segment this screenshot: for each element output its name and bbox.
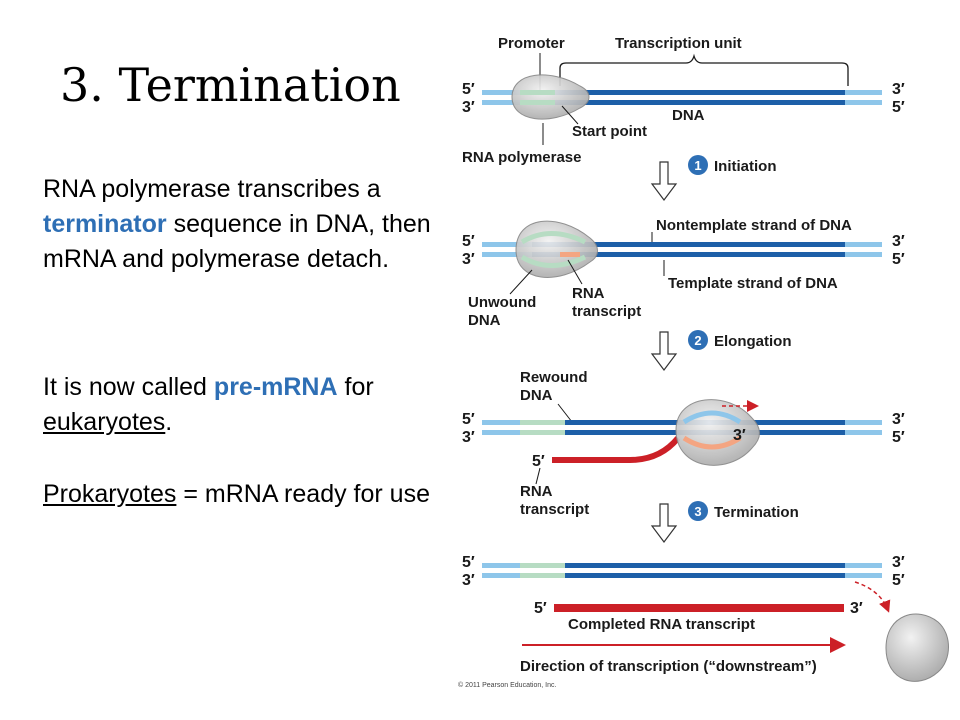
stage-initiation: Promoter Transcription unit 5′ 3′ 3′ 5′ … xyxy=(462,35,905,201)
stage-elongation: Nontemplate strand of DNA 5′ 3′ 3′ 5′ Te… xyxy=(462,217,905,371)
nontemplate-label: Nontemplate strand of DNA xyxy=(656,217,852,234)
s1-rna-polymerase xyxy=(511,74,590,120)
term-eukaryotes: eukaryotes xyxy=(43,408,166,436)
s2-unwound-bottom xyxy=(520,254,587,268)
stage-terminated: 5′ 3′ 3′ 5′ 5′ 3′ Completed RNA transcri… xyxy=(458,554,949,689)
s1-five-prime-bottom: 5′ xyxy=(892,99,905,116)
paragraph-termination: RNA polymerase transcribes a terminator … xyxy=(43,172,438,277)
s4-dna-top-strand xyxy=(482,563,882,568)
paragraph-prokaryotes: Prokaryotes = mRNA ready for use xyxy=(43,477,438,512)
s2-rna-label-line2: transcript xyxy=(572,303,641,320)
s2-dna-bottom-strand xyxy=(482,252,882,257)
term-pre-mrna: pre-mRNA xyxy=(213,373,338,401)
rna-polymerase-label: RNA polymerase xyxy=(462,149,582,166)
s4-three-prime-top: 3′ xyxy=(892,554,905,571)
s2-short-rna xyxy=(560,252,580,257)
rewound-label-line1: Rewound xyxy=(520,369,588,386)
para1-text-b: sequence in DNA, then mRNA and polymeras… xyxy=(43,210,431,273)
s2-dna-top-strand xyxy=(482,242,882,247)
start-point-pointer xyxy=(561,105,579,125)
s3-rna-polymerase xyxy=(675,399,760,466)
s4-three-prime-bottom: 3′ xyxy=(462,572,475,589)
step3-label: Termination xyxy=(714,504,799,521)
stage-pre-termination: Rewound DNA 5′ 3′ 3′ 5′ 5′ 3′ RNA transc… xyxy=(462,369,905,543)
s3-rna-five-prime: 5′ xyxy=(532,453,545,470)
transcription-unit-bracket xyxy=(559,53,849,86)
s1-dna-bottom-strand xyxy=(482,100,882,105)
s3-rna-label-line1: RNA xyxy=(520,483,553,500)
step2-number: 2 xyxy=(694,333,701,348)
para2-text-c: . xyxy=(165,408,173,436)
s3-five-prime-top: 5′ xyxy=(462,411,475,428)
step1-label: Initiation xyxy=(714,158,777,175)
para2-text-a: It is now called xyxy=(43,373,214,401)
s3-five-prime-bottom: 5′ xyxy=(892,429,905,446)
step3-badge xyxy=(688,501,708,521)
unwound-label-line1: Unwound xyxy=(468,294,536,311)
s4-five-prime-bottom: 5′ xyxy=(892,572,905,589)
s2-three-prime-bottom: 3′ xyxy=(462,251,475,268)
paragraph-pre-mrna: It is now called pre-mRNA for eukaryotes… xyxy=(43,370,438,440)
s2-unwound-top xyxy=(520,231,587,245)
s3-three-prime-top: 3′ xyxy=(892,411,905,428)
para1-text-a: RNA polymerase transcribes a xyxy=(43,175,381,203)
copyright-text: © 2011 Pearson Education, Inc. xyxy=(458,681,556,689)
step1-badge xyxy=(688,155,708,175)
term-prokaryotes: Prokaryotes xyxy=(43,480,177,508)
s1-dna-top-strand xyxy=(482,90,882,95)
s2-rna-polymerase xyxy=(515,220,598,278)
s1-three-prime-top: 3′ xyxy=(892,81,905,98)
s4-five-prime-top: 5′ xyxy=(462,554,475,571)
s3-three-prime-bottom: 3′ xyxy=(462,429,475,446)
released-rna-polymerase xyxy=(885,613,949,682)
step2-arrow xyxy=(650,331,678,371)
dna-label: DNA xyxy=(672,107,705,124)
s3-rna-transcript xyxy=(552,436,681,463)
s2-five-prime-bottom: 5′ xyxy=(892,251,905,268)
step1-arrow xyxy=(650,161,678,201)
s2-three-prime-top: 3′ xyxy=(892,233,905,250)
step3-number: 3 xyxy=(694,504,701,519)
promoter-label: Promoter xyxy=(498,35,565,52)
slide-title: 3. Termination xyxy=(60,58,401,112)
completed-rna-transcript xyxy=(554,604,844,612)
s4-rna-five-prime: 5′ xyxy=(534,600,547,617)
completed-transcript-label: Completed RNA transcript xyxy=(568,616,755,633)
direction-label: Direction of transcription (“downstream”… xyxy=(520,658,817,675)
step1-number: 1 xyxy=(694,158,701,173)
step3-arrow xyxy=(650,503,678,543)
template-label: Template strand of DNA xyxy=(668,275,838,292)
transcription-unit-label: Transcription unit xyxy=(615,35,742,52)
start-point-label: Start point xyxy=(572,123,647,140)
step2-label: Elongation xyxy=(714,333,792,350)
step2-badge xyxy=(688,330,708,350)
s3-polymerase-three-prime: 3′ xyxy=(733,427,746,444)
s4-dna-bottom-strand xyxy=(482,573,882,578)
transcription-diagram: Promoter Transcription unit 5′ 3′ 3′ 5′ … xyxy=(458,35,949,689)
s1-five-prime-top: 5′ xyxy=(462,81,475,98)
s4-rna-three-prime: 3′ xyxy=(850,600,863,617)
polymerase-release-arrow xyxy=(854,581,891,613)
para3-text: = mRNA ready for use xyxy=(176,480,430,508)
term-terminator: terminator xyxy=(43,210,167,238)
s2-five-prime-top: 5′ xyxy=(462,233,475,250)
para2-text-b: for xyxy=(337,373,374,401)
s2-rna-label-line1: RNA xyxy=(572,285,605,302)
s3-rna-label-line2: transcript xyxy=(520,501,589,518)
rewound-label-line2: DNA xyxy=(520,387,553,404)
unwound-label-line2: DNA xyxy=(468,312,501,329)
s1-three-prime-bottom: 3′ xyxy=(462,99,475,116)
